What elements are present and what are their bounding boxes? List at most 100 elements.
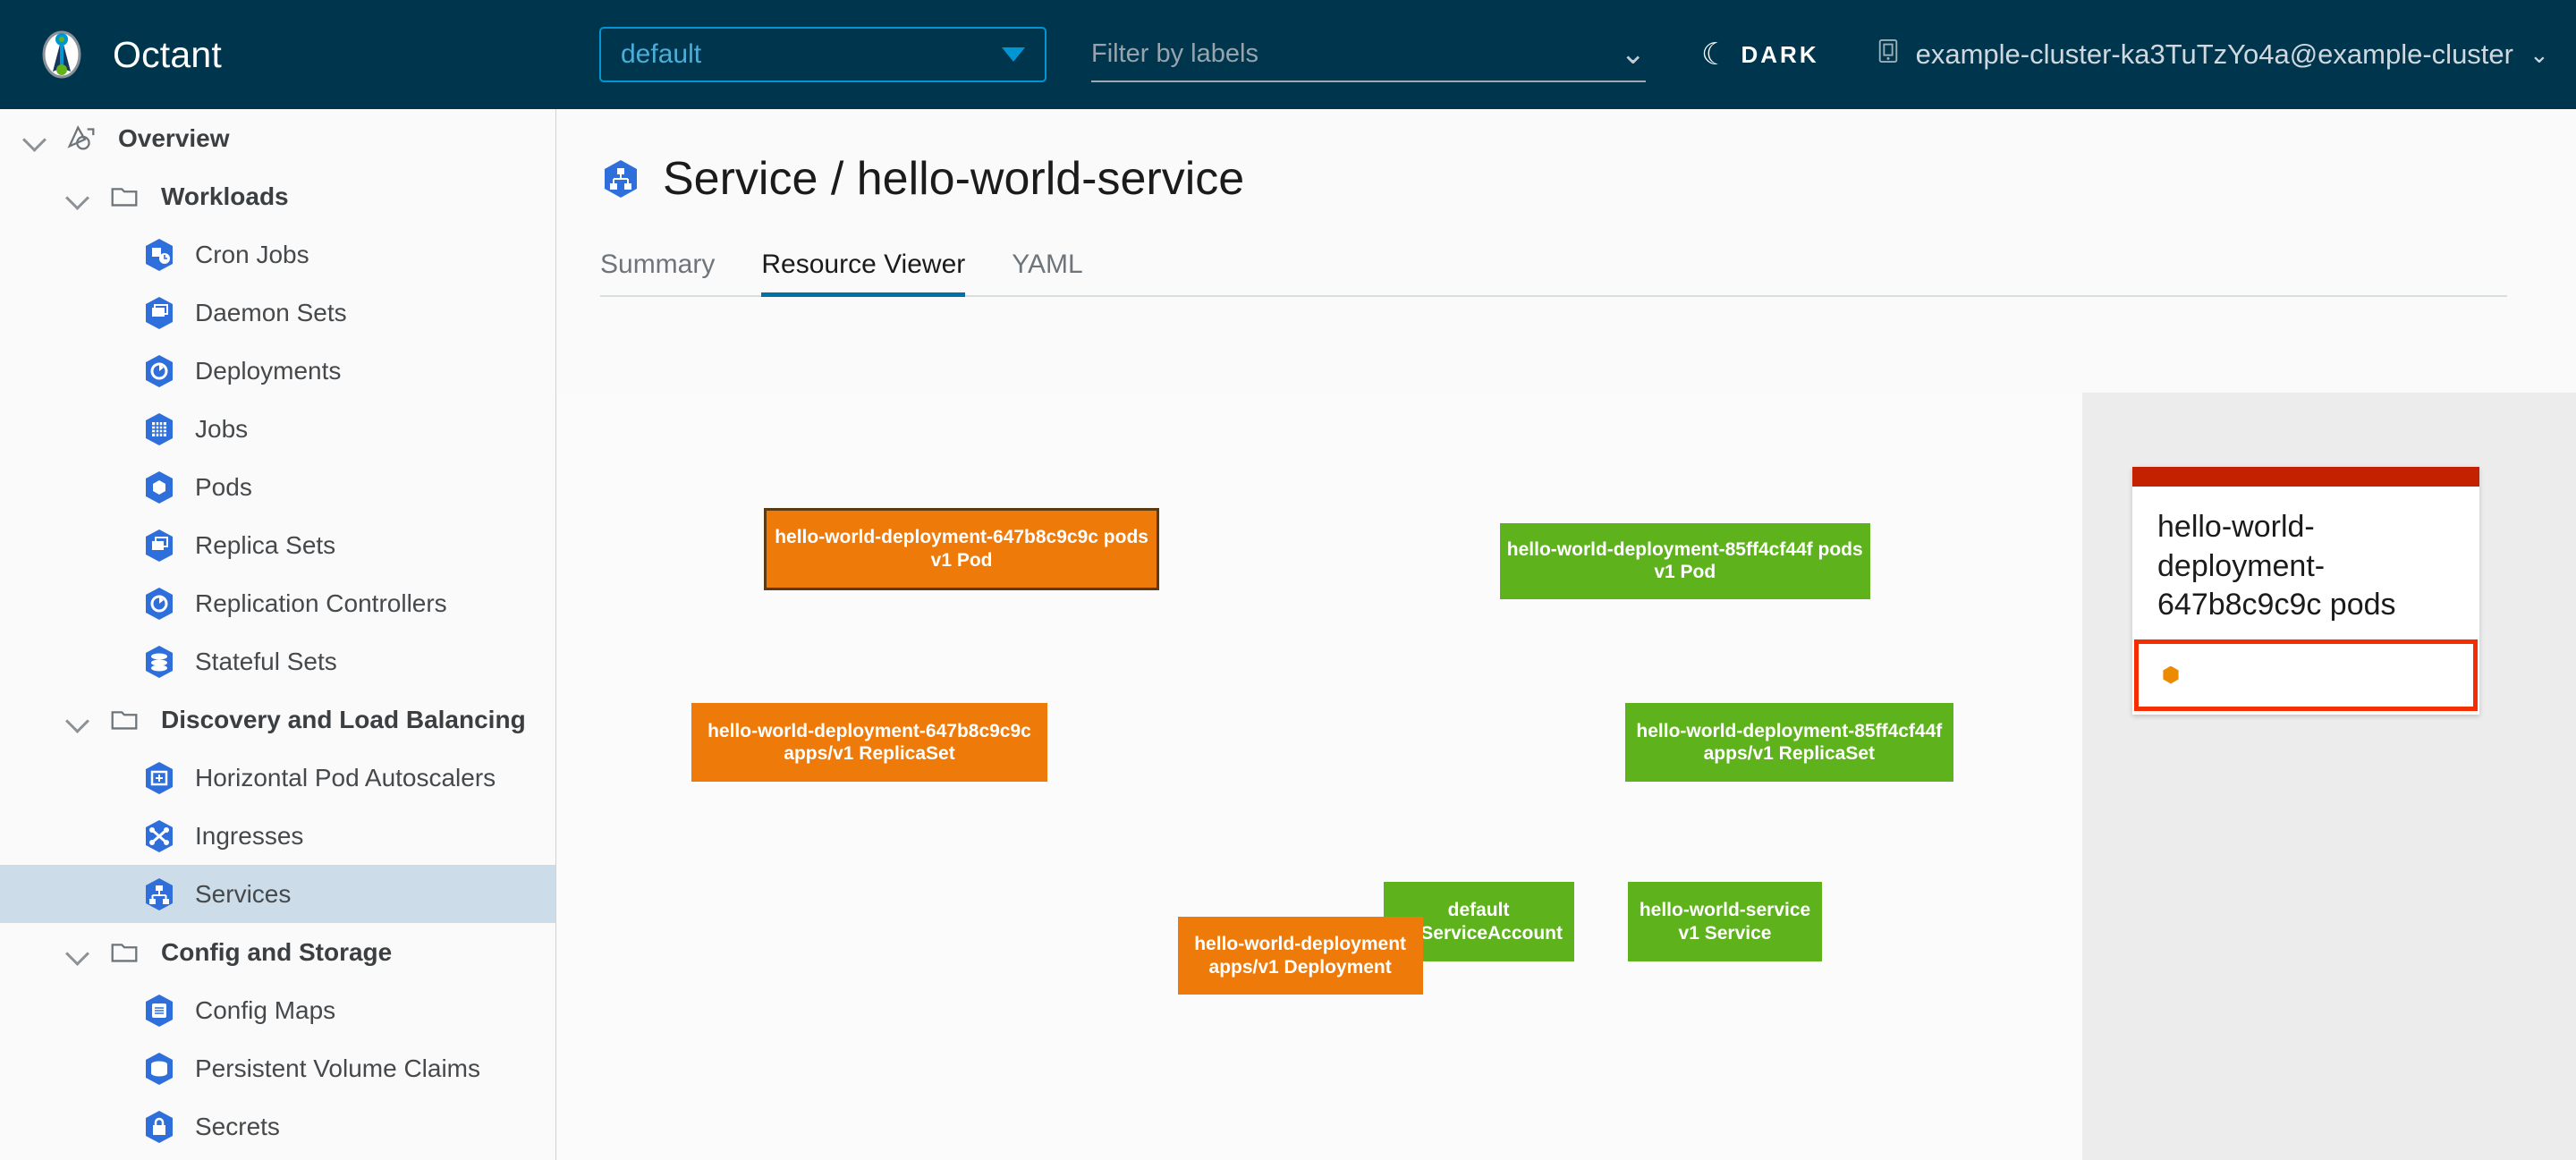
detail-card-body[interactable] <box>2134 639 2478 711</box>
sidebar-item-ingresses[interactable]: Ingresses <box>0 807 555 865</box>
statefulset-icon <box>141 644 177 680</box>
overview-icon <box>64 121 100 157</box>
chevron-down-icon[interactable] <box>20 123 50 154</box>
label-filter-input[interactable]: Filter by labels ⌄ <box>1091 27 1646 82</box>
graph-node-kind: v1 ServiceAccount <box>1394 922 1563 944</box>
job-icon <box>141 411 177 447</box>
page-title: Service / hello-world-service <box>557 109 2576 206</box>
graph-node-name: hello-world-deployment-85ff4cf44f <box>1636 720 1943 741</box>
namespace-select[interactable]: default <box>599 27 1046 82</box>
graph-node-kind: apps/v1 ReplicaSet <box>784 743 955 765</box>
cluster-context-select[interactable]: example-cluster-ka3TuTzYo4a@example-clus… <box>1877 38 2549 71</box>
configmap-icon <box>141 993 177 1029</box>
cluster-icon <box>1877 38 1900 71</box>
status-dot-icon <box>2163 665 2179 684</box>
page-title-text: Service / hello-world-service <box>663 153 1245 205</box>
sidebar-item-workloads[interactable]: Workloads <box>0 167 555 225</box>
octant-logo-icon <box>36 29 88 80</box>
graph-node-name: default <box>1447 899 1510 920</box>
sidebar-item-label: Daemon Sets <box>195 298 347 326</box>
node-detail-card[interactable]: hello-world-deployment-647b8c9c9c pods <box>2132 467 2479 715</box>
hpa-icon <box>141 760 177 796</box>
sidebar-item-label: Config Maps <box>195 995 336 1024</box>
graph-node-kind: v1 Pod <box>930 549 993 571</box>
sidebar-item-label: Stateful Sets <box>195 647 337 675</box>
daemonset-icon <box>141 295 177 331</box>
secret-icon <box>141 1109 177 1145</box>
sidebar-item-replication-controllers[interactable]: Replication Controllers <box>0 574 555 632</box>
replicaset-icon <box>141 528 177 563</box>
graph-node-kind: apps/v1 Deployment <box>1208 956 1392 978</box>
sidebar-item-config-maps[interactable]: Config Maps <box>0 981 555 1039</box>
graph-node-name: hello-world-deployment-647b8c9c9c pods <box>775 527 1148 548</box>
sidebar-item-jobs[interactable]: Jobs <box>0 400 555 458</box>
sidebar-item-horizontal-pod-autoscalers[interactable]: Horizontal Pod Autoscalers <box>0 749 555 807</box>
app-header: Octant default Filter by labels ⌄ ☾ DARK… <box>0 0 2576 109</box>
service-icon <box>600 158 641 199</box>
graph-node-kind: v1 Pod <box>1654 562 1716 583</box>
brand-name: Octant <box>113 33 222 75</box>
graph-node-kind: apps/v1 ReplicaSet <box>1703 743 1876 765</box>
label-filter-placeholder: Filter by labels <box>1091 38 1258 68</box>
namespace-value: default <box>621 39 702 69</box>
chevron-down-icon[interactable] <box>63 182 93 212</box>
graph-node-name: hello-world-deployment-647b8c9c9c <box>708 720 1031 741</box>
tab-resource-viewer[interactable]: Resource Viewer <box>761 250 966 297</box>
caret-down-icon <box>1002 47 1025 62</box>
sidebar-item-label: Overview <box>118 123 230 152</box>
sidebar-item-config-and-storage[interactable]: Config and Storage <box>0 923 555 981</box>
sidebar-item-persistent-volume-claims[interactable]: Persistent Volume Claims <box>0 1039 555 1097</box>
sidebar-item-label: Jobs <box>195 414 249 443</box>
chevron-down-icon: ⌄ <box>1620 37 1647 71</box>
sidebar-item-label: Config and Storage <box>161 937 393 966</box>
sidebar-item-label: Services <box>195 879 292 908</box>
sidebar-item-label: Deployments <box>195 356 342 385</box>
sidebar-item-cron-jobs[interactable]: Cron Jobs <box>0 225 555 284</box>
moon-icon: ☾ <box>1701 38 1729 72</box>
tab-yaml[interactable]: YAML <box>1012 250 1083 279</box>
cluster-context-label: example-cluster-ka3TuTzYo4a@example-clus… <box>1915 38 2513 70</box>
sidebar-item-overview[interactable]: Overview <box>0 109 555 167</box>
sidebar-item-label: Pods <box>195 472 252 501</box>
ingress-icon <box>141 818 177 854</box>
graph-node-name: hello-world-deployment-85ff4cf44f pods <box>1506 538 1863 560</box>
sidebar-item-pods[interactable]: Pods <box>0 458 555 516</box>
chevron-down-icon[interactable] <box>63 937 93 968</box>
sidebar-item-label: Replication Controllers <box>195 588 447 617</box>
sidebar-item-discovery-and-load-balancing[interactable]: Discovery and Load Balancing <box>0 690 555 749</box>
pod-icon <box>141 470 177 505</box>
tab-summary[interactable]: Summary <box>600 250 716 279</box>
chevron-down-icon[interactable] <box>63 705 93 735</box>
sidebar-item-label: Discovery and Load Balancing <box>161 705 526 733</box>
deployment-icon <box>141 353 177 389</box>
sidebar-item-daemon-sets[interactable]: Daemon Sets <box>0 284 555 342</box>
sidebar-item-label: Cron Jobs <box>195 240 309 268</box>
detail-rail: hello-world-deployment-647b8c9c9c pods <box>2082 393 2576 1160</box>
sidebar-item-stateful-sets[interactable]: Stateful Sets <box>0 632 555 690</box>
sidebar-item-services[interactable]: Services <box>0 865 555 923</box>
tab-bar: Summary Resource Viewer YAML <box>600 245 2507 297</box>
dark-mode-toggle[interactable]: ☾ DARK <box>1701 39 1819 70</box>
sidebar-item-replica-sets[interactable]: Replica Sets <box>0 516 555 574</box>
brand[interactable]: Octant <box>0 29 555 80</box>
chevron-down-icon: ⌄ <box>2529 40 2549 68</box>
sidebar-item-deployments[interactable]: Deployments <box>0 342 555 400</box>
pvc-icon <box>141 1051 177 1087</box>
detail-card-title: hello-world-deployment-647b8c9c9c pods <box>2157 510 2396 622</box>
main-content: Service / hello-world-service Summary Res… <box>557 109 2576 1160</box>
sidebar-item-label: Ingresses <box>195 821 304 850</box>
sidebar-item-label: Replica Sets <box>195 530 336 559</box>
sidebar-item-label: Persistent Volume Claims <box>195 1054 481 1082</box>
folder-icon <box>107 935 143 970</box>
cronjob-icon <box>141 237 177 273</box>
sidebar-item-secrets[interactable]: Secrets <box>0 1097 555 1156</box>
